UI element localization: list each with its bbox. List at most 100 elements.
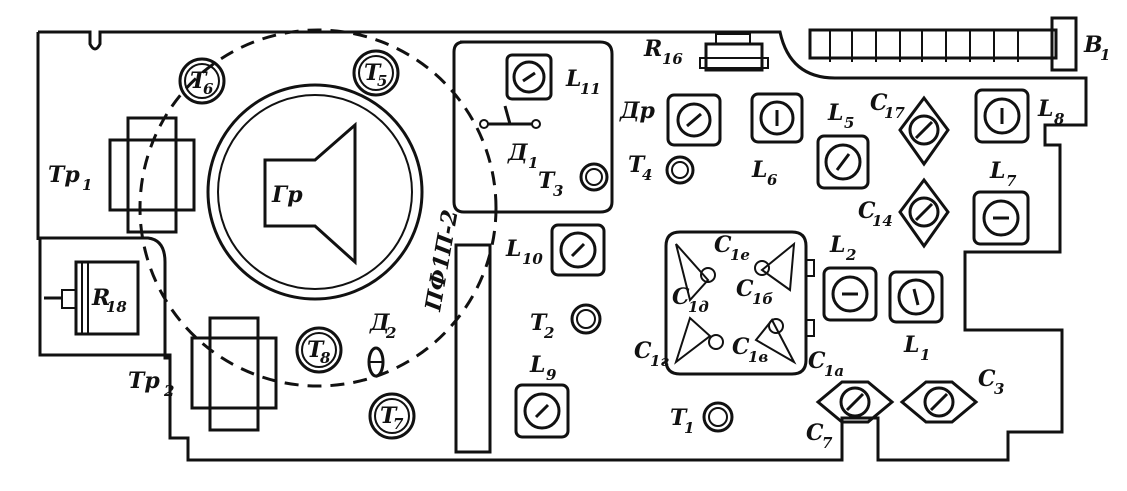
transistor-t2: T 2 bbox=[530, 303, 602, 342]
svg-text:C: C bbox=[978, 366, 996, 392]
resistor-r18: R 18 bbox=[44, 260, 140, 336]
svg-text:T: T bbox=[364, 60, 382, 86]
coil-l1: L 1 bbox=[888, 270, 944, 364]
svg-text:C: C bbox=[736, 276, 754, 302]
resistor-r16: R 16 bbox=[643, 33, 769, 72]
svg-text:T: T bbox=[628, 152, 646, 178]
svg-text:1: 1 bbox=[920, 346, 930, 364]
svg-text:1г: 1г bbox=[650, 352, 669, 370]
svg-text:C: C bbox=[732, 334, 750, 360]
svg-text:T: T bbox=[190, 68, 208, 94]
svg-text:R: R bbox=[643, 36, 662, 62]
svg-text:8: 8 bbox=[320, 349, 331, 367]
coil-l9: L 9 bbox=[514, 352, 570, 439]
svg-text:Др: Др bbox=[619, 98, 656, 124]
svg-text:C: C bbox=[672, 284, 690, 310]
svg-text:5: 5 bbox=[377, 72, 387, 90]
svg-text:L: L bbox=[829, 232, 845, 258]
svg-text:1д: 1д bbox=[688, 298, 709, 316]
svg-text:L: L bbox=[529, 352, 545, 378]
coil-l10: L 10 bbox=[505, 223, 606, 277]
board-outline bbox=[38, 30, 1088, 462]
filter-pf1p2: ПФ1П-2 bbox=[420, 208, 492, 454]
svg-text:C: C bbox=[714, 232, 732, 258]
diode-d2: Д 2 bbox=[367, 310, 396, 378]
svg-text:Tp: Tp bbox=[128, 368, 160, 394]
svg-text:1: 1 bbox=[684, 419, 694, 437]
svg-text:C: C bbox=[806, 420, 824, 446]
svg-text:T: T bbox=[530, 310, 548, 336]
speaker-label: Гр bbox=[271, 182, 303, 208]
capacitor-c17: C 17 bbox=[870, 90, 950, 167]
svg-text:R: R bbox=[91, 285, 110, 311]
svg-text:2: 2 bbox=[385, 324, 396, 342]
svg-text:C: C bbox=[858, 198, 876, 224]
svg-text:7: 7 bbox=[393, 415, 404, 433]
svg-text:1: 1 bbox=[528, 154, 538, 172]
svg-text:1в: 1в bbox=[748, 348, 768, 366]
svg-text:5: 5 bbox=[844, 114, 854, 132]
svg-text:T: T bbox=[307, 337, 325, 363]
coil-l8: L 8 bbox=[974, 88, 1065, 144]
transistor-t4: T 4 bbox=[628, 152, 695, 185]
choke-dr: Др bbox=[619, 93, 722, 147]
module-l11: L 11 Д 1 T 3 bbox=[452, 40, 614, 214]
svg-text:14: 14 bbox=[872, 212, 893, 230]
svg-text:4: 4 bbox=[642, 166, 652, 184]
svg-text:1б: 1б bbox=[752, 290, 773, 308]
svg-text:6: 6 bbox=[203, 80, 214, 98]
transformer-tp2: Tp 2 bbox=[128, 316, 278, 432]
svg-text:Д: Д bbox=[507, 140, 528, 166]
transistor-t8: T 8 bbox=[295, 326, 343, 374]
speaker: Гр bbox=[206, 83, 424, 301]
svg-text:17: 17 bbox=[884, 104, 905, 122]
svg-text:3: 3 bbox=[553, 182, 563, 200]
svg-text:L: L bbox=[989, 158, 1005, 184]
svg-text:18: 18 bbox=[106, 298, 127, 316]
transistor-t7: T 7 bbox=[368, 392, 416, 440]
svg-text:T: T bbox=[380, 403, 398, 429]
svg-text:T: T bbox=[670, 405, 688, 431]
transformer-tp1: Tp 1 bbox=[48, 116, 196, 234]
svg-text:8: 8 bbox=[1054, 110, 1065, 128]
svg-text:7: 7 bbox=[1006, 172, 1017, 190]
transistor-t6: T 6 bbox=[178, 57, 226, 105]
svg-text:Tp: Tp bbox=[48, 162, 80, 188]
svg-text:9: 9 bbox=[546, 366, 557, 384]
svg-text:10: 10 bbox=[522, 250, 543, 268]
coil-l2: L 2 bbox=[822, 232, 878, 322]
svg-text:6: 6 bbox=[767, 171, 778, 189]
svg-text:16: 16 bbox=[662, 50, 683, 68]
svg-text:L: L bbox=[827, 100, 843, 126]
svg-text:C: C bbox=[870, 90, 888, 116]
capacitor-c7: C 7 bbox=[806, 380, 895, 452]
svg-text:7: 7 bbox=[822, 434, 833, 452]
svg-text:1: 1 bbox=[82, 176, 92, 194]
coil-l5: L 5 bbox=[816, 100, 870, 190]
svg-text:Д: Д bbox=[369, 310, 390, 336]
svg-text:L: L bbox=[751, 157, 767, 183]
svg-text:L: L bbox=[565, 66, 581, 92]
variable-capacitor-c1: C 1е C 1б C 1д C 1в C 1г bbox=[634, 230, 815, 376]
svg-text:L: L bbox=[1037, 96, 1053, 122]
svg-text:2: 2 bbox=[543, 324, 554, 342]
svg-text:L: L bbox=[505, 236, 521, 262]
capacitor-c3: C 3 bbox=[899, 366, 1004, 424]
svg-text:11: 11 bbox=[580, 80, 601, 98]
dashed-outline-circle bbox=[138, 28, 498, 388]
svg-text:B: B bbox=[1083, 32, 1103, 58]
label-c1a: C bbox=[808, 348, 826, 374]
transistor-t5: T 5 bbox=[352, 49, 400, 97]
svg-text:L: L bbox=[903, 332, 919, 358]
svg-text:T: T bbox=[538, 168, 556, 194]
svg-text:1е: 1е bbox=[730, 246, 750, 264]
capacitor-c14: C 14 bbox=[858, 177, 950, 249]
svg-text:1а: 1а bbox=[824, 362, 844, 380]
transistor-t1: T 1 bbox=[670, 401, 734, 437]
svg-text:2: 2 bbox=[845, 246, 856, 264]
coil-l6: L 6 bbox=[750, 92, 804, 189]
svg-text:2: 2 bbox=[163, 382, 174, 400]
coil-l7: L 7 bbox=[972, 158, 1030, 246]
svg-text:3: 3 bbox=[994, 380, 1004, 398]
